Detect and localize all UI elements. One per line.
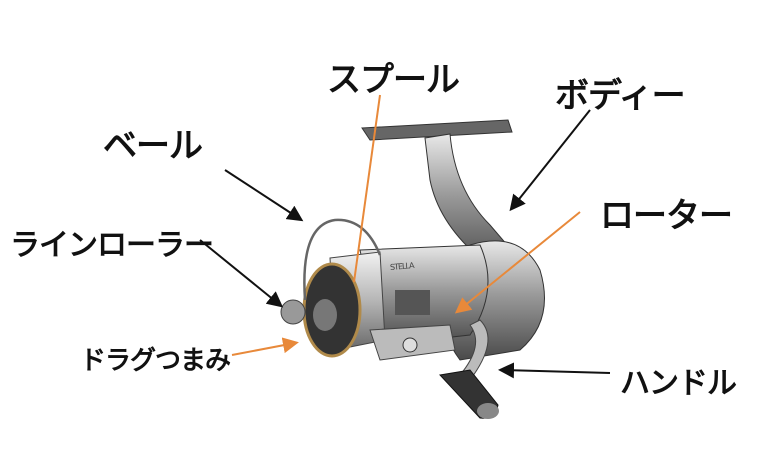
rotor-vent	[395, 290, 430, 315]
label-drag-knob: ドラグつまみ	[80, 346, 231, 376]
label-spool: スプール	[327, 60, 460, 100]
handle-arrow	[498, 362, 611, 379]
label-bail: ベール	[103, 126, 203, 166]
body-arrow	[509, 109, 591, 212]
drag-knob-arrow	[231, 337, 299, 356]
drag-knob	[313, 299, 337, 331]
reel-illustration	[280, 119, 545, 419]
rotor-arrow	[454, 211, 581, 314]
line-roller-arrow	[199, 239, 284, 308]
line-roller	[280, 299, 306, 325]
label-line-roller: ラインローラー	[10, 228, 214, 263]
bail-arrow	[224, 169, 304, 222]
bail-wire	[303, 218, 382, 301]
label-rotor: ローター	[600, 196, 733, 236]
label-body: ボディー	[555, 76, 686, 116]
spool-arrow	[353, 94, 381, 283]
label-handle: ハンドル	[620, 366, 737, 401]
